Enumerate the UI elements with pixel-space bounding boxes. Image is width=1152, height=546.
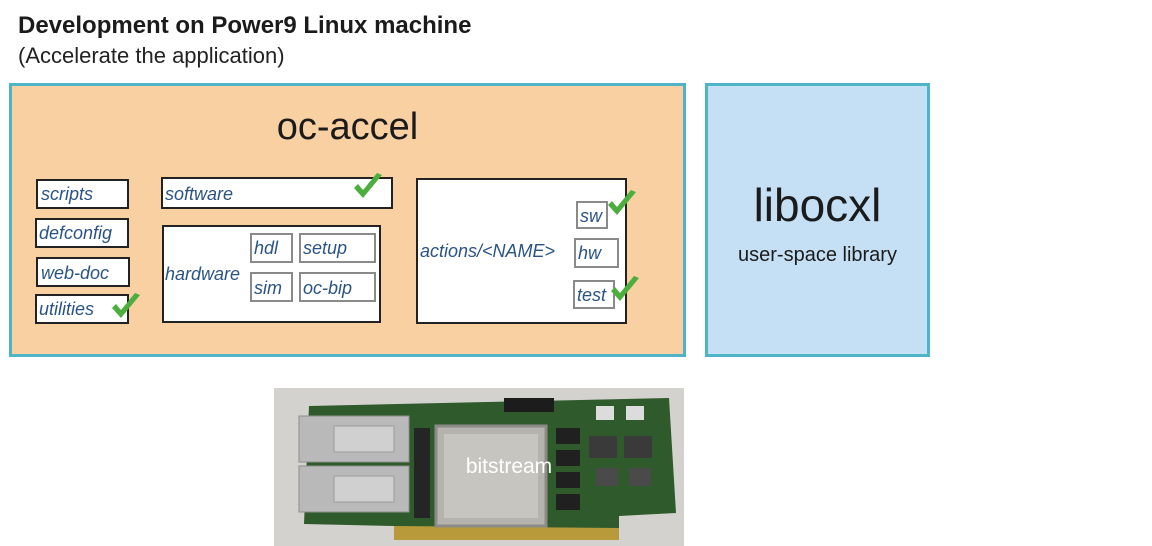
- sw-label: sw: [580, 206, 602, 226]
- oc-bip-label: oc-bip: [303, 278, 353, 298]
- page-subtitle: (Accelerate the application): [18, 43, 285, 68]
- oc-accel-title: oc-accel: [276, 106, 419, 148]
- software-check-icon: [354, 173, 382, 198]
- hdl-box: hdl: [250, 233, 293, 263]
- fpga-board-image: bitstream: [274, 388, 684, 546]
- defconfig-label: defconfig: [39, 223, 113, 243]
- libocxl-subtitle: user-space library: [738, 244, 897, 266]
- test-label: test: [577, 285, 607, 305]
- web-doc-label: web-doc: [41, 263, 110, 283]
- hw-label: hw: [578, 243, 602, 263]
- setup-label: setup: [303, 238, 348, 258]
- test-box: test: [573, 280, 615, 309]
- scripts-label: scripts: [41, 184, 94, 204]
- libocxl-box: libocxl user-space library: [705, 83, 930, 357]
- setup-box: setup: [299, 233, 376, 263]
- software-box: software: [161, 177, 393, 209]
- utilities-check-icon: [112, 293, 140, 318]
- libocxl-title: libocxl: [753, 179, 882, 231]
- hardware-label: hardware: [165, 264, 241, 284]
- bitstream-label: bitstream: [465, 455, 553, 478]
- page-title: Development on Power9 Linux machine: [18, 12, 472, 39]
- sw-check-icon: [608, 190, 636, 215]
- software-label: software: [165, 184, 234, 204]
- sw-box: sw: [576, 201, 608, 229]
- hw-box: hw: [574, 238, 619, 268]
- sim-label: sim: [254, 278, 282, 298]
- actions-label: actions/<NAME>: [420, 241, 556, 261]
- hardware-box: hardware hdl setup sim oc-bip: [162, 225, 381, 323]
- utilities-label: utilities: [39, 299, 95, 319]
- oc-accel-box: oc-accel scripts defconfig web-doc utili…: [9, 83, 686, 357]
- fpga-board-drawing: [274, 388, 684, 546]
- web-doc-box: web-doc: [36, 257, 130, 287]
- hdl-label: hdl: [254, 238, 279, 258]
- scripts-box: scripts: [36, 179, 129, 209]
- sim-box: sim: [250, 272, 293, 302]
- defconfig-box: defconfig: [35, 218, 129, 248]
- oc-bip-box: oc-bip: [299, 272, 376, 302]
- actions-box: actions/<NAME> sw hw test: [416, 178, 627, 324]
- test-check-icon: [611, 276, 639, 301]
